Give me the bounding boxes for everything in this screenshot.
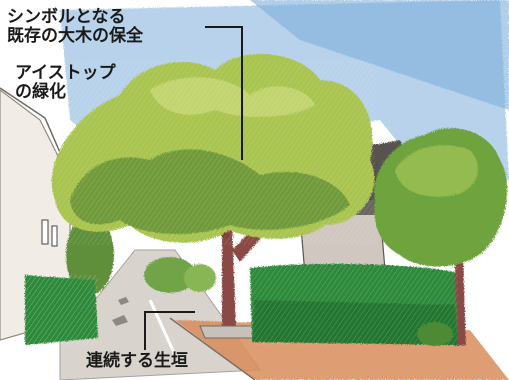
road-marking <box>118 297 129 305</box>
left-building-window <box>41 219 49 245</box>
hedge-leader-line <box>144 311 195 350</box>
annotation-symbol-tree: シンボルとなる 既存の大木の保全 <box>7 7 143 47</box>
background-tree <box>144 257 196 293</box>
tree-leader-line <box>205 26 243 160</box>
road-marking <box>148 299 177 356</box>
annotation-eye-stop: アイストップ の緑化 <box>15 63 116 103</box>
road-marking <box>112 315 128 326</box>
curb <box>169 317 256 380</box>
annotation-hedge: 連続する生垣 <box>86 351 188 371</box>
sky-wash-top <box>250 0 509 110</box>
left-hedge-texture <box>25 275 98 345</box>
background-tree <box>184 264 216 292</box>
annotation-symbol-tree-line1: シンボルとなる <box>7 7 126 27</box>
annotation-eye-stop-line2: の緑化 <box>15 82 66 103</box>
right-tree-canopy-light <box>395 145 478 197</box>
main-tree-canopy-texture <box>55 60 375 245</box>
annotation-symbol-tree-line2: 既存の大木の保全 <box>7 26 143 47</box>
annotation-eye-stop-line1: アイストップ <box>15 63 116 83</box>
annotation-hedge-text: 連続する生垣 <box>86 351 188 371</box>
foreground-shrub <box>417 322 453 346</box>
main-tree-trunk <box>222 220 236 332</box>
